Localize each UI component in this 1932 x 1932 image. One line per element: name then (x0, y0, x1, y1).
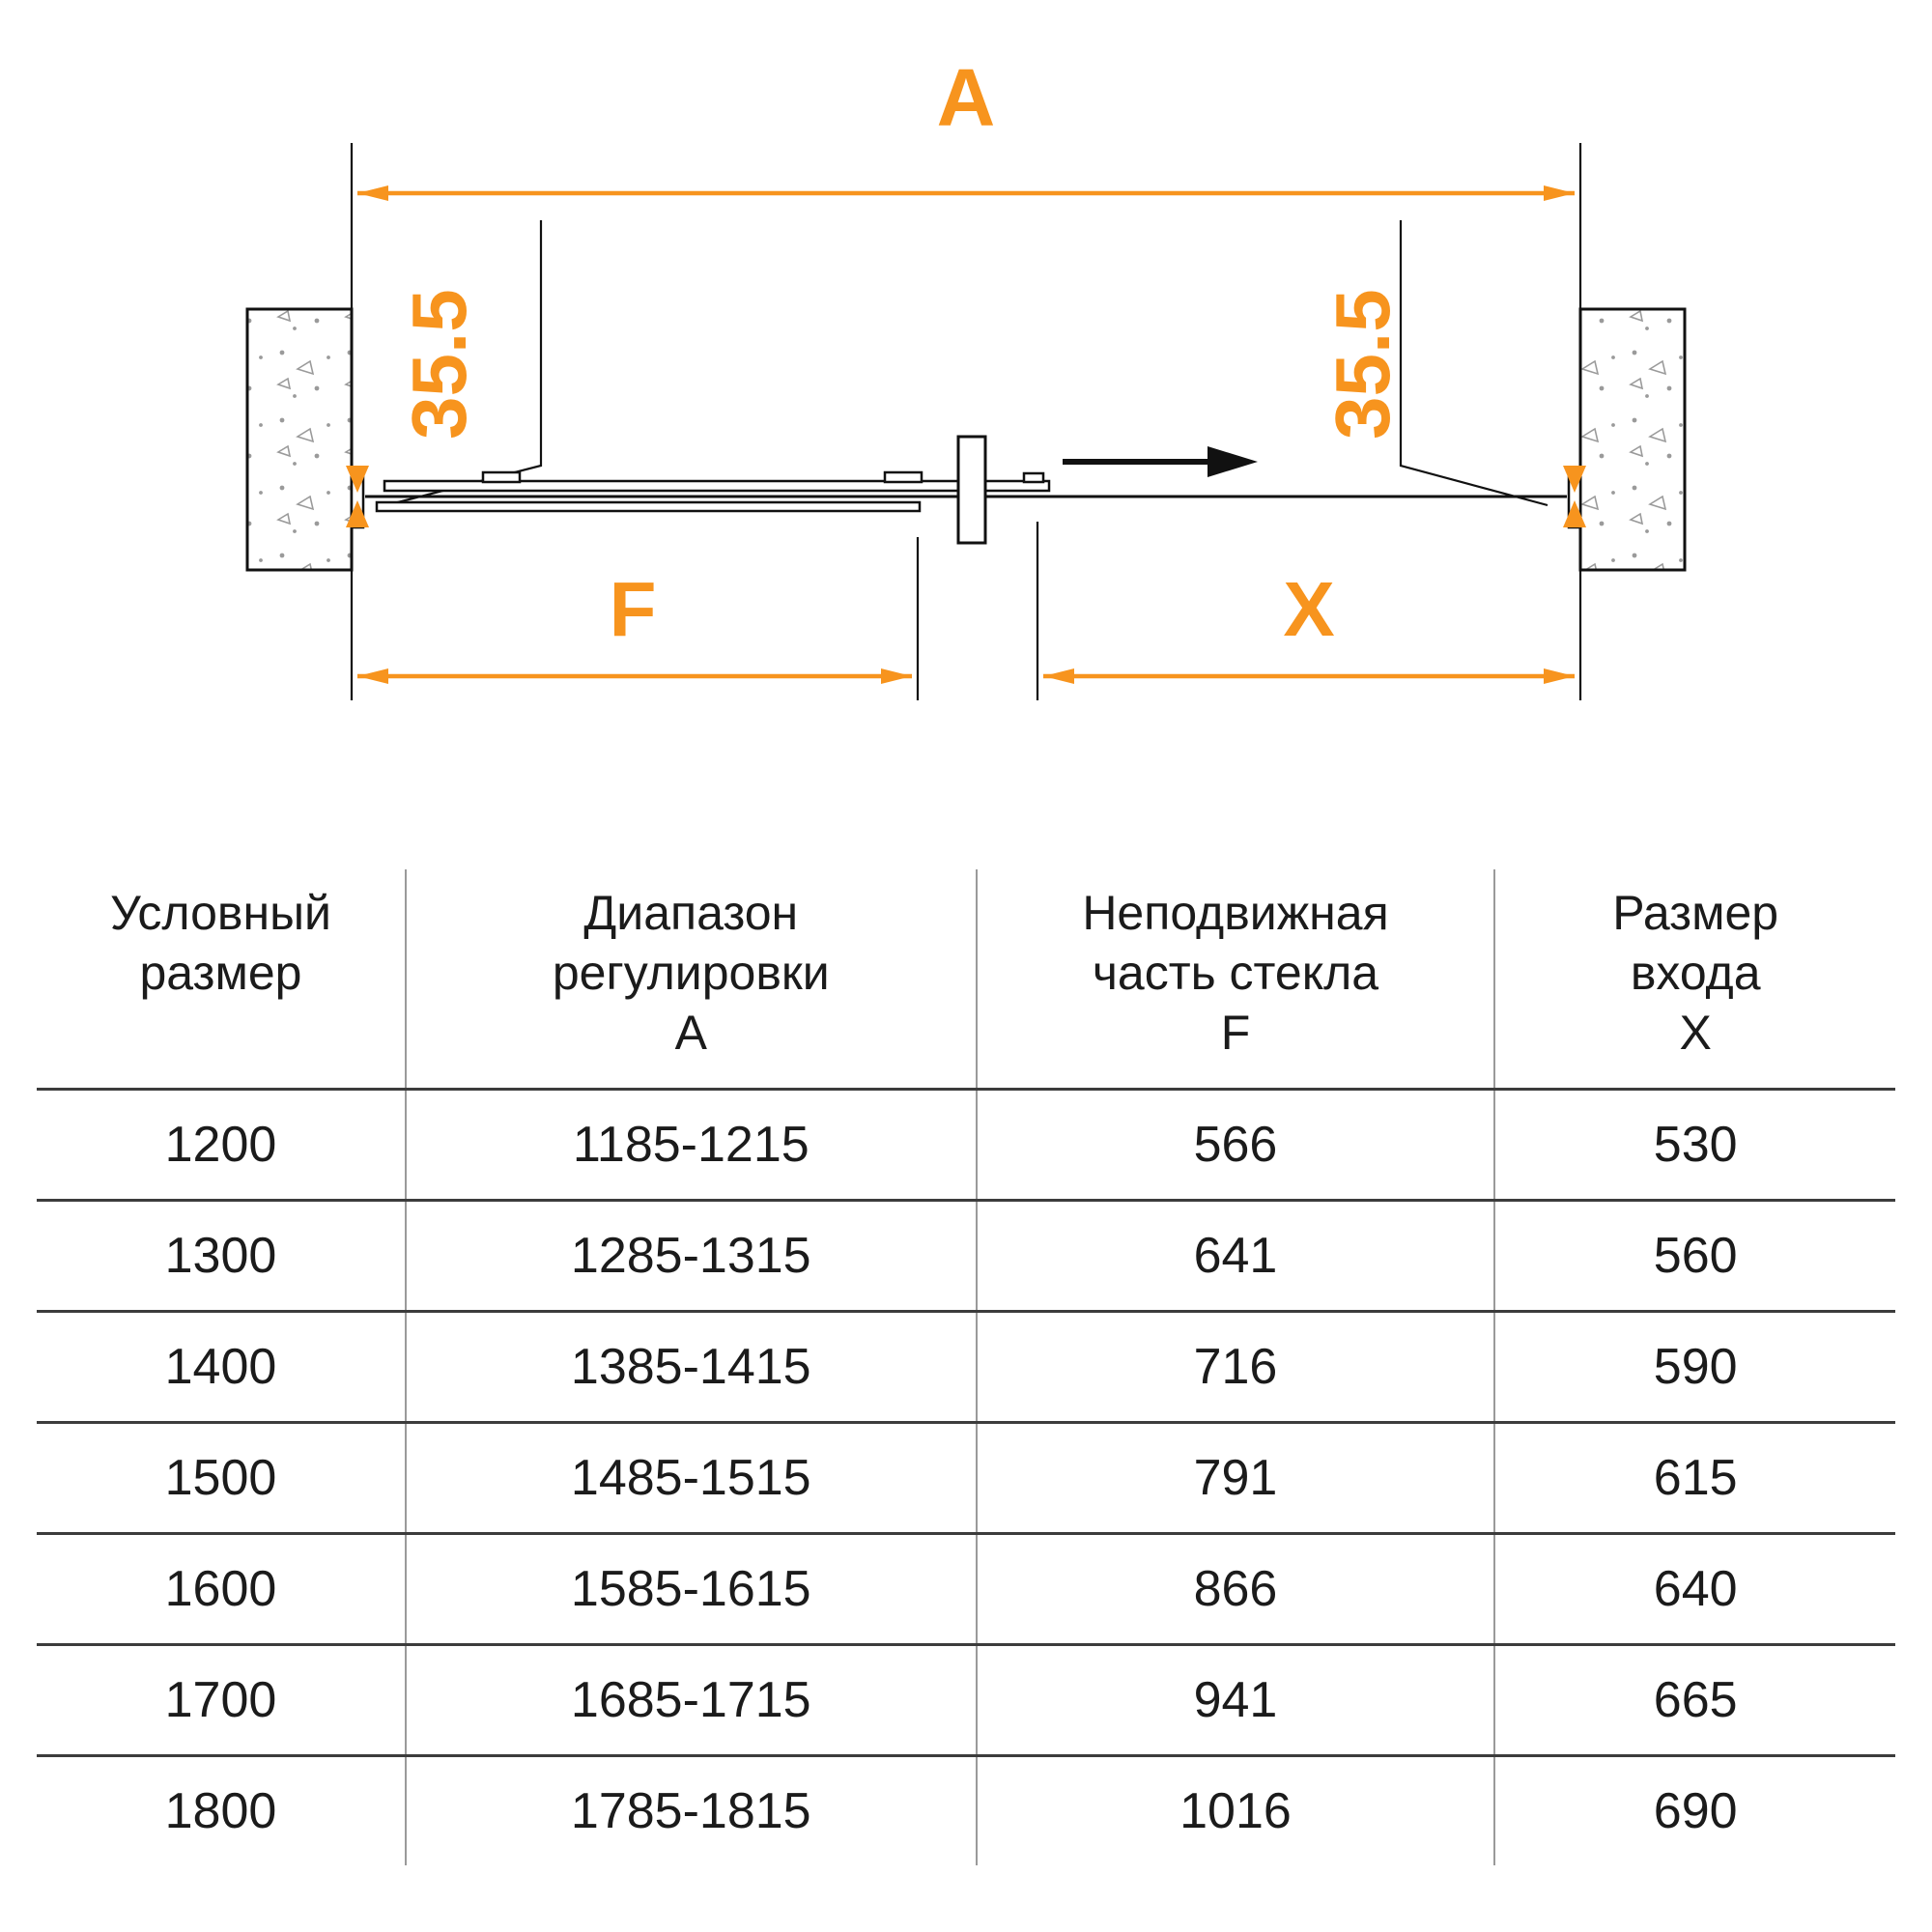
wall-right (1578, 307, 1687, 572)
table-cell: 566 (975, 1091, 1494, 1199)
dim-label-a: A (937, 52, 996, 143)
table-cell: 1685-1715 (404, 1646, 976, 1754)
adjustment-indicator-left (346, 500, 369, 527)
column-header-adjustment-range: Диапазон регулировки А (404, 869, 976, 1088)
table-cell: 1185-1215 (404, 1091, 976, 1199)
glass-bracket (883, 470, 923, 484)
table-cell: 1385-1415 (404, 1313, 976, 1421)
column-header-entry-size: Размер входа X (1493, 869, 1895, 1088)
roller-bracket (1022, 471, 1045, 484)
table-row: 1600 1585-1615 866 640 (37, 1532, 1895, 1643)
dim-label-f: F (610, 566, 657, 652)
table-row: 1300 1285-1315 641 560 (37, 1199, 1895, 1310)
table-cell: 1200 (164, 1117, 277, 1173)
dim-label-x: X (1283, 566, 1334, 652)
table-cell: 590 (1493, 1313, 1895, 1421)
table-cell: 716 (975, 1313, 1494, 1421)
table-cell: 1400 (164, 1339, 277, 1395)
table-cell: 690 (1493, 1757, 1895, 1865)
table-cell: 1485-1515 (404, 1424, 976, 1532)
table-cell: 665 (1493, 1646, 1895, 1754)
leader-line-right (1399, 220, 1548, 507)
table-row: 1200 1185-1215 566 530 (37, 1088, 1895, 1199)
fixed-glass-panel (375, 500, 922, 513)
adjustment-indicator-left (346, 466, 369, 493)
door-handle (956, 435, 987, 545)
adjustment-indicator-right (1563, 466, 1586, 493)
table-header-row: Условный размер Диапазон регулировки А Н… (37, 869, 1895, 1088)
table-cell: 1585-1615 (404, 1535, 976, 1643)
table-cell: 1016 (975, 1757, 1494, 1865)
table-cell: 1700 (164, 1672, 277, 1728)
glass-bracket (481, 470, 522, 484)
column-header-fixed-glass: Неподвижная часть стекла F (975, 869, 1494, 1088)
table-cell: 866 (975, 1535, 1494, 1643)
sliding-glass-panel (383, 479, 1051, 493)
column-header-nominal-size: Условный размер (109, 886, 331, 1000)
table-cell: 1785-1815 (404, 1757, 976, 1865)
size-table: Условный размер Диапазон регулировки А Н… (37, 869, 1895, 1865)
table-cell: 615 (1493, 1424, 1895, 1532)
table-cell: 941 (975, 1646, 1494, 1754)
table-cell: 560 (1493, 1202, 1895, 1310)
table-row: 1500 1485-1515 791 615 (37, 1421, 1895, 1532)
table-cell: 1500 (164, 1450, 277, 1506)
table-cell: 641 (975, 1202, 1494, 1310)
offset-label-right: 35.5 (1320, 289, 1406, 440)
table-row: 1800 1785-1815 1016 690 (37, 1754, 1895, 1865)
table-row: 1400 1385-1415 716 590 (37, 1310, 1895, 1421)
wall-left (245, 307, 354, 572)
leader-line-left (385, 220, 543, 507)
table-cell: 1800 (164, 1783, 277, 1839)
table-cell: 1285-1315 (404, 1202, 976, 1310)
slide-direction-arrowhead (1208, 446, 1258, 477)
table-row: 1700 1685-1715 941 665 (37, 1643, 1895, 1754)
adjustment-indicator-right (1563, 500, 1586, 527)
table-cell: 1300 (164, 1228, 277, 1284)
table-cell: 530 (1493, 1091, 1895, 1199)
shower-door-diagram: A F X 35.5 35.5 (245, 52, 1687, 700)
offset-label-left: 35.5 (396, 289, 482, 440)
table-cell: 640 (1493, 1535, 1895, 1643)
table-cell: 791 (975, 1424, 1494, 1532)
table-cell: 1600 (164, 1561, 277, 1617)
